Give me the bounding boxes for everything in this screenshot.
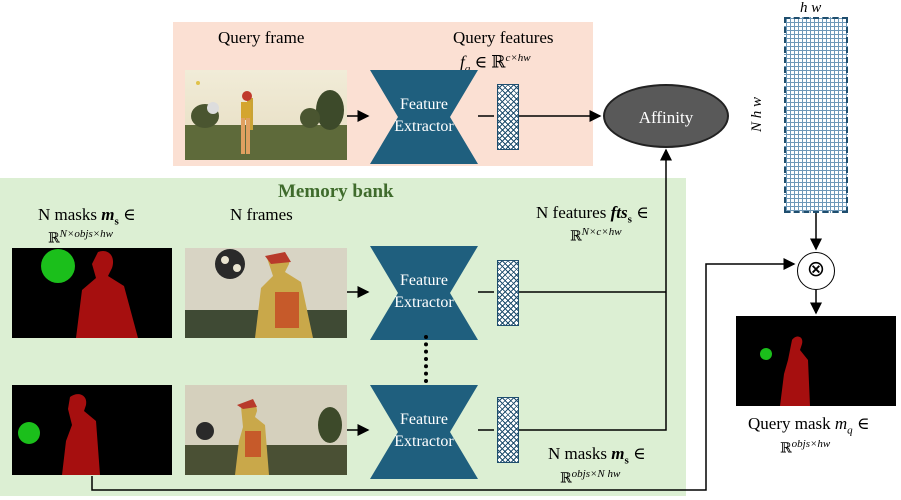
extractor-line2: Extractor — [394, 433, 454, 450]
memory-feature-map-n — [497, 397, 519, 463]
memory-features-sub: s — [627, 213, 632, 226]
extractor-line1: Feature — [400, 272, 448, 289]
query-features-label: Query features — [453, 28, 554, 47]
memory-masks-in: ∈ — [118, 205, 136, 224]
memory-features-sup: N×c×hw — [581, 226, 622, 238]
extractor-line2: Extractor — [394, 118, 454, 135]
arrow-masks-to-multiply — [91, 258, 796, 491]
affinity-node: Affinity — [603, 84, 729, 148]
memory-masks2-label: N masks ms ∈ — [548, 444, 646, 470]
query-feature-extractor: Feature Extractor — [370, 70, 478, 164]
memory-mask-1 — [12, 248, 172, 338]
query-frame-label: Query frame — [218, 28, 305, 47]
output-sub: q — [847, 424, 853, 437]
memory-features-space: ℝN×c×hw — [570, 222, 622, 248]
affinity-matrix-top-label: h w — [800, 0, 822, 16]
memory-frame-1 — [185, 248, 347, 338]
memory-masks-space-symbol: ℝ — [48, 231, 60, 247]
output-sup: objs×hw — [791, 438, 831, 450]
memory-mask-n — [12, 385, 172, 475]
output-label: Query mask mq ∈ — [748, 414, 870, 440]
memory-masks2-sup: objs×N hw — [571, 468, 621, 480]
memory-masks2-var: m — [611, 444, 625, 463]
query-features-sup: c×hw — [505, 52, 531, 64]
query-features-sub: q — [464, 63, 471, 76]
output-query-mask — [736, 316, 896, 406]
query-features-space: ℝ — [491, 52, 506, 72]
memory-masks-var: m — [101, 205, 115, 224]
memory-features-in: ∈ — [631, 203, 649, 222]
memory-features-label: N features ftss ∈ — [536, 203, 649, 229]
memory-features-text: N features — [536, 203, 611, 222]
memory-masks-sub: s — [114, 215, 119, 228]
memory-masks2-text: N masks — [548, 444, 612, 463]
memory-masks-sup: N×objs×hw — [59, 228, 113, 240]
query-features-formula: fq ∈ ℝc×hw — [460, 48, 531, 79]
memory-features-space-symbol: ℝ — [570, 229, 582, 245]
memory-feature-extractor-n: Feature Extractor — [370, 385, 478, 479]
memory-masks2-space-symbol: ℝ — [560, 471, 572, 487]
query-frame-image — [185, 70, 347, 160]
multiply-node: ⊗ — [797, 252, 835, 290]
memory-masks-space: ℝN×objs×hw — [48, 224, 113, 250]
memory-masks-text: N masks — [38, 205, 102, 224]
output-space-symbol: ℝ — [780, 441, 792, 457]
output-text: Query mask — [748, 414, 835, 433]
arrow-memory-features-to-affinity — [519, 148, 672, 431]
memory-bank-title: Memory bank — [278, 181, 394, 202]
output-in: ∈ — [852, 414, 870, 433]
extractor-line2: Extractor — [394, 294, 454, 311]
output-space: ℝobjs×hw — [780, 434, 830, 460]
query-features-in: ∈ — [470, 52, 492, 72]
memory-frame-n — [185, 385, 347, 475]
memory-masks2-space: ℝobjs×N hw — [560, 464, 620, 490]
memory-features-var: fts — [610, 203, 628, 222]
query-features-var: f — [460, 52, 465, 72]
memory-masks2-sub: s — [624, 454, 629, 467]
affinity-matrix — [784, 17, 848, 213]
memory-frames-label: N frames — [230, 205, 293, 224]
memory-feature-extractor-1: Feature Extractor — [370, 246, 478, 340]
output-var: m — [834, 414, 848, 433]
memory-feature-map-1 — [497, 260, 519, 326]
memory-masks-label: N masks ms ∈ — [38, 205, 136, 231]
extractor-line1: Feature — [400, 411, 448, 428]
query-feature-map — [497, 84, 519, 150]
memory-masks2-in: ∈ — [628, 444, 646, 463]
memory-ellipsis — [424, 335, 432, 383]
extractor-line1: Feature — [400, 96, 448, 113]
